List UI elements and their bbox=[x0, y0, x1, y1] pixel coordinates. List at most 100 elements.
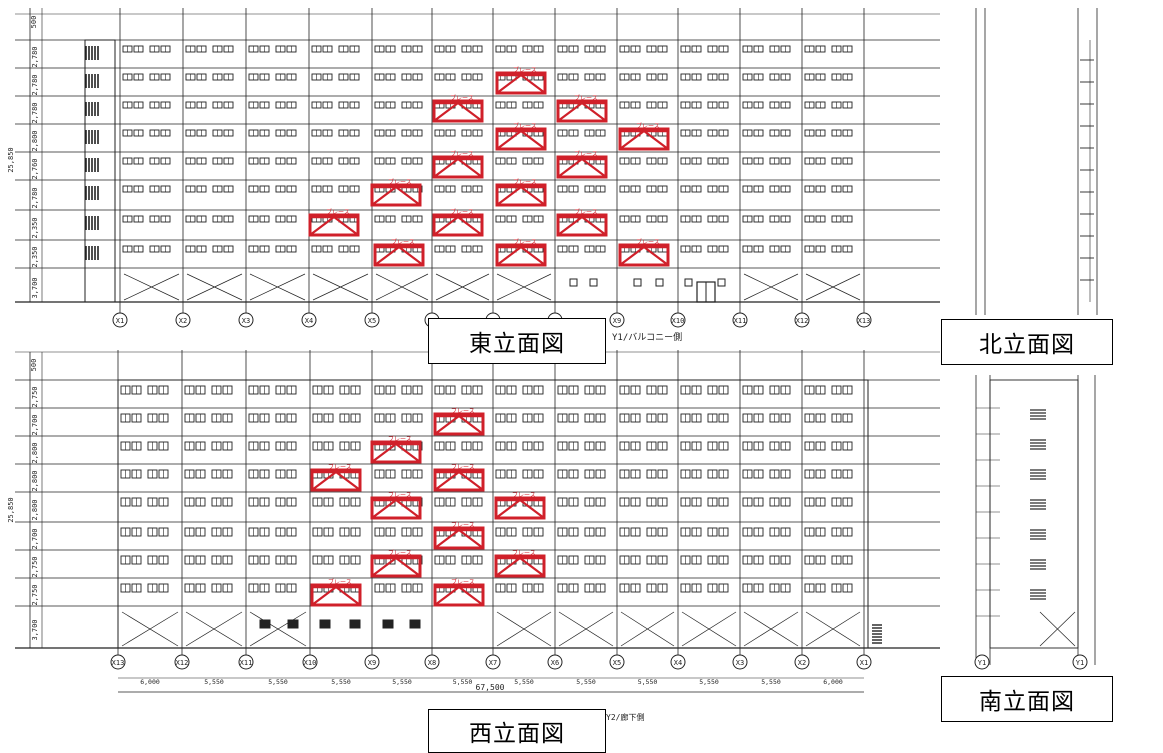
brace-tag-label: ブレース bbox=[388, 178, 412, 186]
brace-tag-label: ブレース bbox=[450, 94, 474, 102]
brace-tag-label: ブレース bbox=[451, 463, 475, 471]
grid-bubble bbox=[364, 654, 380, 670]
brace-tag-label: ブレース bbox=[513, 66, 537, 74]
east-elevation-title: 東立面図 bbox=[428, 318, 606, 364]
brace-tag-label: ブレース bbox=[513, 122, 537, 130]
brace-frame bbox=[433, 526, 485, 550]
brace-tag-label: ブレース bbox=[391, 238, 415, 246]
grid-bubble bbox=[670, 312, 686, 328]
west-elevation-title: 西立面図 bbox=[428, 709, 606, 753]
brace-panel: ブレース bbox=[495, 238, 547, 267]
piloti-cross bbox=[496, 611, 552, 647]
brace-panel: ブレース bbox=[495, 66, 547, 95]
parking-car bbox=[349, 619, 361, 629]
grid-bubble-label: X2 bbox=[179, 317, 187, 325]
grid-bubble bbox=[364, 312, 380, 328]
south-building-outline bbox=[989, 379, 1079, 649]
brace-tag-label: ブレース bbox=[450, 150, 474, 158]
grid-bubble-label: X5 bbox=[368, 317, 376, 325]
floor-dimension-label: 2,800 bbox=[31, 442, 39, 463]
brace-chevron bbox=[311, 585, 361, 606]
brace-panel: ブレース bbox=[433, 578, 485, 607]
brace-panel: ブレース bbox=[618, 122, 670, 151]
grid-bubble-label: X11 bbox=[240, 659, 253, 667]
east-elevation: 5002,7802,7802,7802,8002,7602,7802,3502,… bbox=[7, 8, 940, 343]
brace-frame bbox=[495, 71, 547, 95]
floor-dimension-label: 3,700 bbox=[31, 277, 39, 298]
span-dimension-label: 5,550 bbox=[576, 678, 596, 686]
grid-bubble-label: X13 bbox=[112, 659, 125, 667]
floor-dimension-label: 3,700 bbox=[31, 619, 39, 640]
brace-chevron bbox=[619, 245, 669, 266]
brace-panel: ブレース bbox=[556, 208, 608, 237]
brace-chevron bbox=[557, 215, 607, 236]
parking-car bbox=[287, 619, 299, 629]
brace-panel: ブレース bbox=[308, 208, 360, 237]
grid-bubble-label: X6 bbox=[551, 659, 559, 667]
brace-frame bbox=[556, 155, 608, 179]
brace-tag-label: ブレース bbox=[451, 578, 475, 586]
brace-tag-label: ブレース bbox=[636, 238, 660, 246]
brace-chevron bbox=[619, 129, 669, 150]
brace-frame bbox=[495, 127, 547, 151]
brace-panel: ブレース bbox=[433, 463, 485, 492]
brace-frame bbox=[373, 243, 425, 267]
north-elevation-title: 北立面図 bbox=[941, 319, 1113, 365]
brace-panel: ブレース bbox=[310, 463, 362, 492]
grid-bubble bbox=[856, 654, 872, 670]
grid-bubble bbox=[670, 654, 686, 670]
brace-panel: ブレース bbox=[370, 549, 422, 578]
brace-chevron bbox=[557, 157, 607, 178]
grid-bubble-label: X13 bbox=[858, 317, 871, 325]
grid-bubble bbox=[301, 312, 317, 328]
brace-chevron bbox=[433, 101, 483, 122]
span-dimension-label: 6,000 bbox=[140, 678, 160, 686]
top-dimension-label: 500 bbox=[30, 359, 38, 372]
south-piloti-cross bbox=[1039, 611, 1076, 647]
piloti-cross bbox=[496, 273, 552, 301]
total-height-label: 25,850 bbox=[7, 497, 15, 522]
grid-bubble-label: X12 bbox=[176, 659, 189, 667]
grid-bubble bbox=[732, 654, 748, 670]
grid-bubble-label: Y1 bbox=[978, 659, 986, 667]
brace-panel: ブレース bbox=[370, 491, 422, 520]
south-elevation: Y1 Y1 bbox=[974, 375, 1096, 670]
total-width-label: 67,500 bbox=[476, 683, 505, 692]
grid-bubble-label: Y1 bbox=[1076, 659, 1084, 667]
brace-panel: ブレース bbox=[433, 521, 485, 550]
brace-frame bbox=[432, 99, 484, 123]
brace-tag-label: ブレース bbox=[574, 208, 598, 216]
brace-tag-label: ブレース bbox=[513, 178, 537, 186]
ground-window bbox=[633, 278, 642, 287]
floor-dimension-label: 2,750 bbox=[31, 556, 39, 577]
brace-panel: ブレース bbox=[432, 94, 484, 123]
brace-chevron bbox=[311, 470, 361, 491]
brace-panel: ブレース bbox=[432, 150, 484, 179]
floor-dimension-label: 2,760 bbox=[31, 158, 39, 179]
brace-tag-label: ブレース bbox=[450, 208, 474, 216]
grid-bubble-label: X10 bbox=[304, 659, 317, 667]
brace-panel: ブレース bbox=[556, 150, 608, 179]
brace-tag-label: ブレース bbox=[451, 521, 475, 529]
piloti-cross bbox=[435, 273, 490, 301]
brace-panel: ブレース bbox=[556, 94, 608, 123]
span-dimension-label: 5,550 bbox=[268, 678, 288, 686]
grid-bubble bbox=[238, 312, 254, 328]
ground-window bbox=[589, 278, 598, 287]
brace-tag-label: ブレース bbox=[451, 407, 475, 415]
east-side-note: Y1/バルコニー側 bbox=[612, 331, 682, 343]
brace-tag-label: ブレース bbox=[512, 549, 536, 557]
brace-panel: ブレース bbox=[494, 549, 546, 578]
brace-chevron bbox=[496, 129, 546, 150]
grid-bubble bbox=[732, 312, 748, 328]
grid-bubble bbox=[424, 654, 440, 670]
floor-dimension-label: 2,780 bbox=[31, 74, 39, 95]
building-outline bbox=[117, 379, 869, 649]
floor-dimension-label: 2,780 bbox=[31, 187, 39, 208]
brace-panel: ブレース bbox=[495, 178, 547, 207]
parking-car bbox=[319, 619, 331, 629]
floor-dimension-label: 2,780 bbox=[31, 102, 39, 123]
grid-bubble-label: X1 bbox=[860, 659, 868, 667]
grid-bubble bbox=[1072, 654, 1088, 670]
brace-chevron bbox=[495, 556, 545, 577]
